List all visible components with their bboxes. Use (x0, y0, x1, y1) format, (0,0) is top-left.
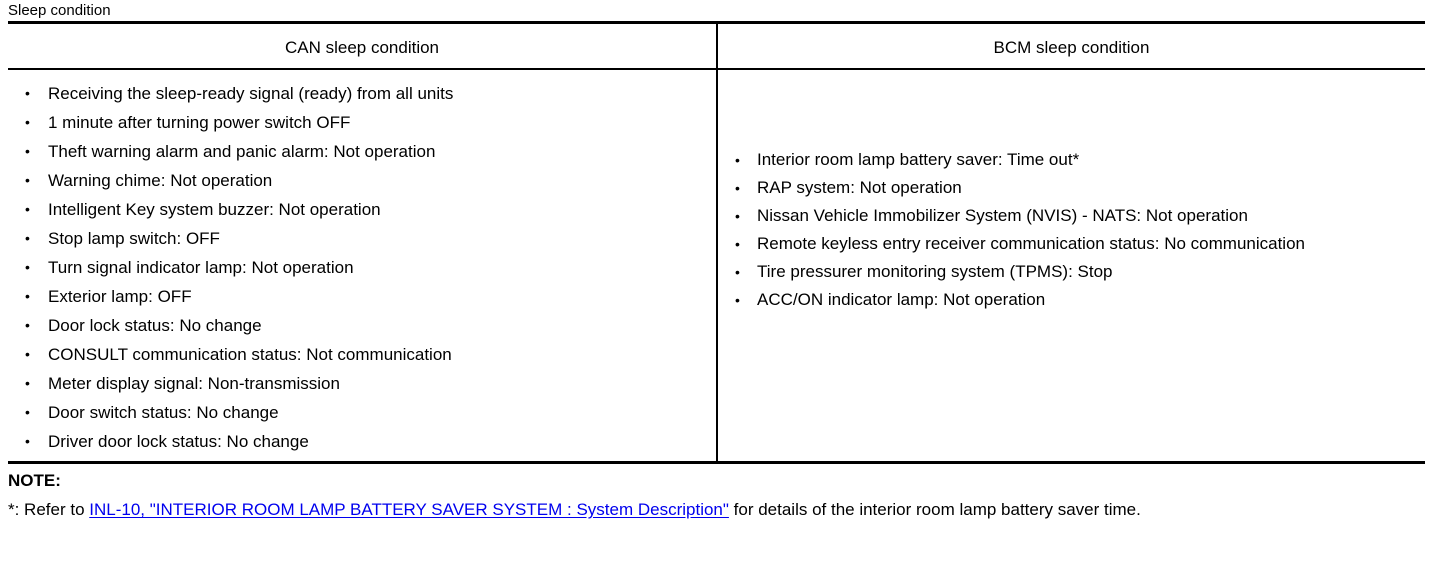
list-item: Remote keyless entry receiver communicat… (728, 230, 1418, 258)
note-prefix: *: Refer to (8, 500, 90, 519)
column-header-bcm: BCM sleep condition (993, 38, 1150, 57)
list-item: Nissan Vehicle Immobilizer System (NVIS)… (728, 202, 1418, 230)
bcm-condition-list: Interior room lamp battery saver: Time o… (728, 146, 1418, 314)
list-item: Receiving the sleep-ready signal (ready)… (18, 79, 708, 108)
list-item: Driver door lock status: No change (18, 427, 708, 456)
note-block: NOTE: *: Refer to INL-10, "INTERIOR ROOM… (8, 468, 1432, 523)
list-item: Exterior lamp: OFF (18, 282, 708, 311)
column-header-can: CAN sleep condition (284, 38, 440, 57)
note-suffix: for details of the interior room lamp ba… (728, 500, 1141, 519)
list-item: Turn signal indicator lamp: Not operatio… (18, 253, 708, 282)
list-item: Stop lamp switch: OFF (18, 224, 708, 253)
can-condition-list: Receiving the sleep-ready signal (ready)… (18, 79, 708, 456)
note-title: NOTE: (8, 471, 61, 490)
list-item: Tire pressurer monitoring system (TPMS):… (728, 258, 1418, 286)
list-item: RAP system: Not operation (728, 174, 1418, 202)
note-body: *: Refer to INL-10, "INTERIOR ROOM LAMP … (8, 497, 1432, 523)
list-item: Door lock status: No change (18, 311, 708, 340)
list-item: 1 minute after turning power switch OFF (18, 108, 708, 137)
table-bottom-rule (8, 461, 1425, 464)
list-item: ACC/ON indicator lamp: Not operation (728, 286, 1418, 314)
bcm-sleep-condition-cell: Interior room lamp battery saver: Time o… (728, 146, 1418, 314)
list-item: CONSULT communication status: Not commun… (18, 340, 708, 369)
can-sleep-condition-cell: Receiving the sleep-ready signal (ready)… (18, 79, 708, 456)
list-item: Theft warning alarm and panic alarm: Not… (18, 137, 708, 166)
list-item: Interior room lamp battery saver: Time o… (728, 146, 1418, 174)
table-top-rule (8, 21, 1425, 24)
table-caption: Sleep condition (8, 2, 111, 19)
list-item: Warning chime: Not operation (18, 166, 708, 195)
list-item: Door switch status: No change (18, 398, 708, 427)
list-item: Meter display signal: Non-transmission (18, 369, 708, 398)
note-reference-link[interactable]: INL-10, "INTERIOR ROOM LAMP BATTERY SAVE… (89, 500, 729, 519)
table-column-divider (716, 23, 718, 462)
list-item: Intelligent Key system buzzer: Not opera… (18, 195, 708, 224)
